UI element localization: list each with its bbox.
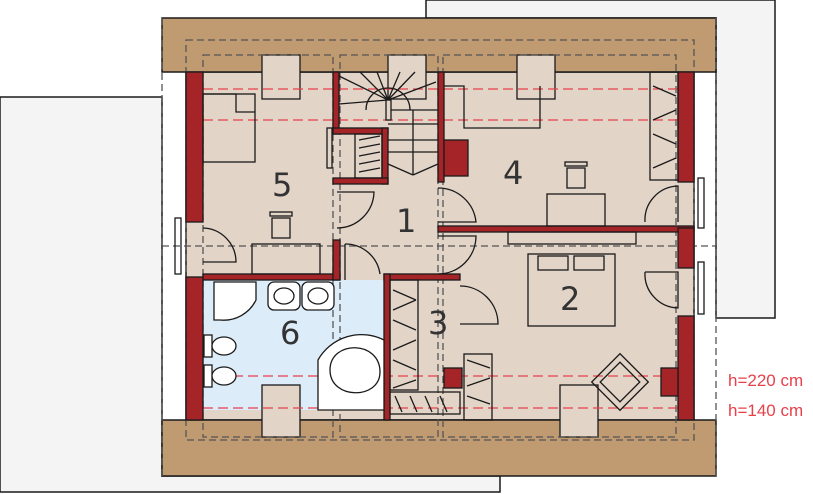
room-number-6: 6: [280, 314, 300, 352]
doors: [174, 127, 705, 325]
bathroom-fixtures: [203, 281, 385, 411]
walls: [185, 71, 695, 421]
height-lines: [203, 88, 678, 409]
room-number-5: 5: [272, 166, 292, 204]
height-legend-140: h=140 cm: [728, 401, 803, 420]
room-number-4: 4: [503, 154, 523, 192]
room-number-2: 2: [560, 280, 580, 318]
roof-top: [161, 17, 717, 73]
roof-bottom: [161, 419, 717, 477]
height-legend-220: h=220 cm: [728, 371, 803, 390]
furniture: [202, 85, 650, 412]
staircase: [338, 71, 439, 176]
room-number-1: 1: [396, 202, 416, 240]
room-number-3: 3: [428, 304, 448, 342]
roof-windows: [261, 54, 599, 438]
wardrobes: [354, 71, 679, 421]
